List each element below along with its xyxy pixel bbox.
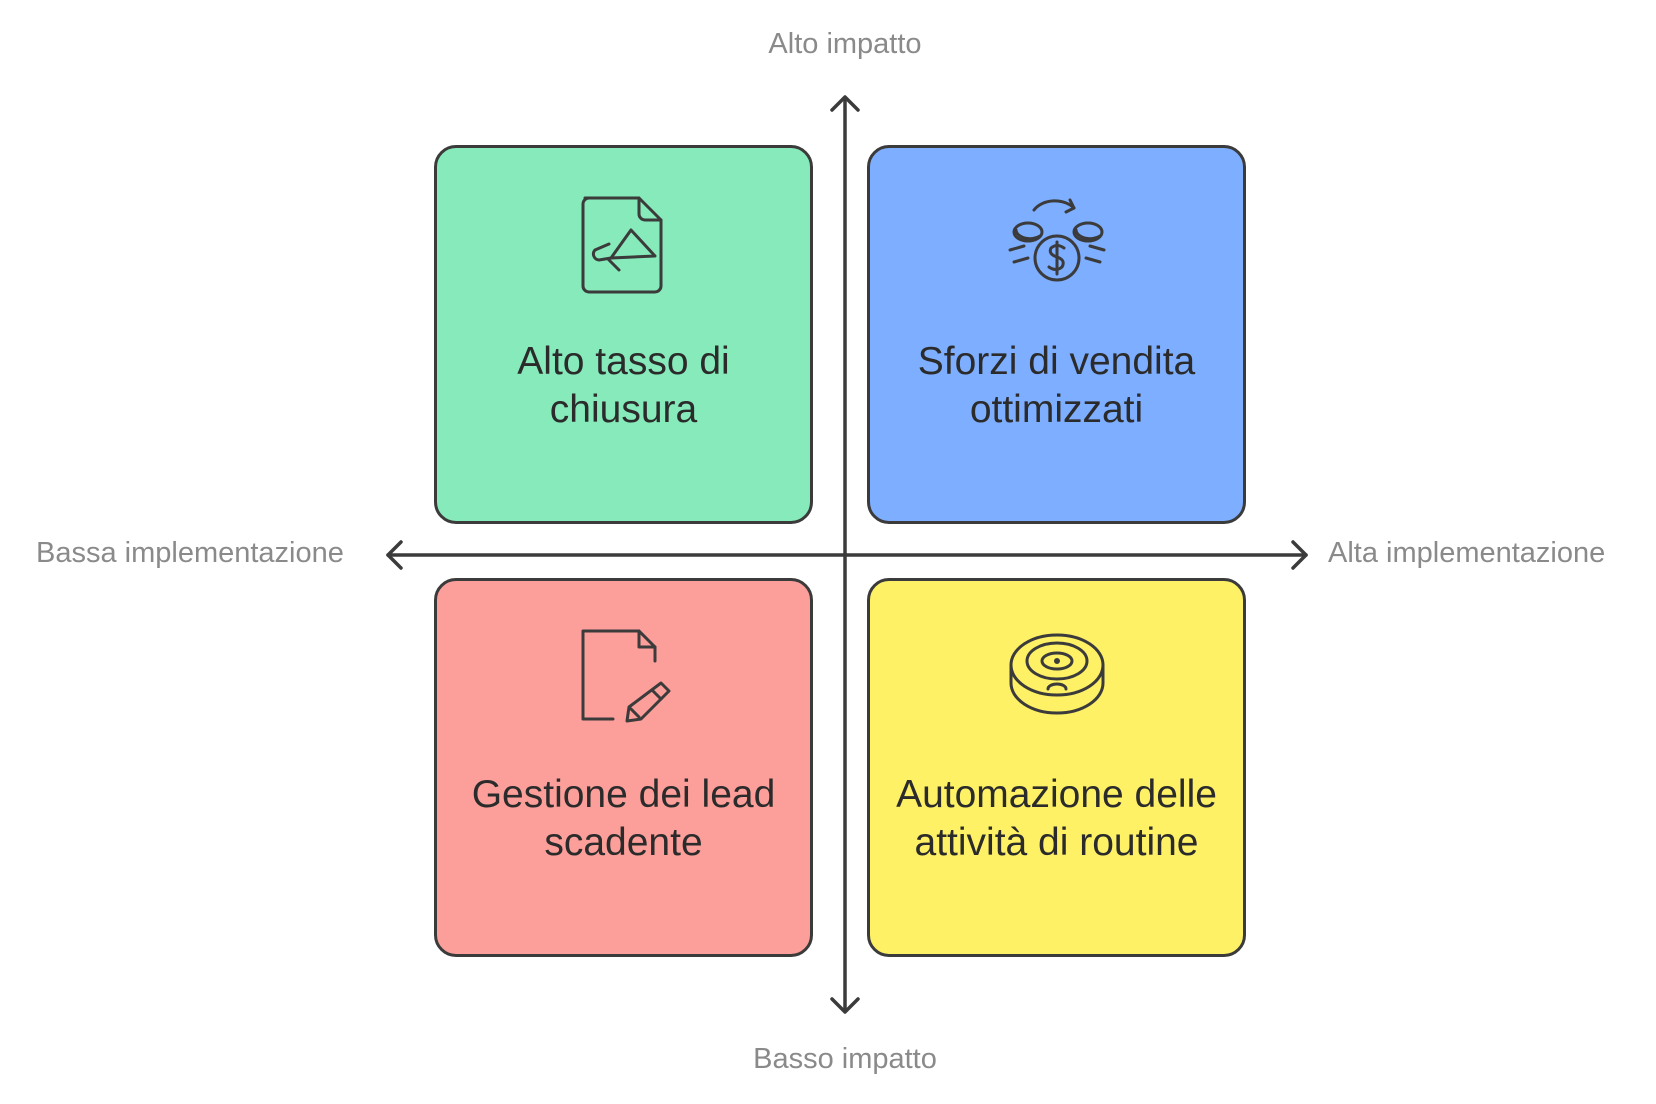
quadrant-bottom-left: Gestione dei lead scadente <box>434 578 813 957</box>
arrow-up-icon <box>830 95 860 112</box>
quadrant-label: Automazione delle attività di routine <box>896 773 1217 864</box>
axis-label-right: Alta implementazione <box>1328 537 1606 569</box>
document-megaphone-icon <box>569 188 679 298</box>
axis-label-left: Bassa implementazione <box>36 537 344 569</box>
quadrant-top-left: Alto tasso di chiusura <box>434 145 813 524</box>
money-cycle-icon <box>1002 188 1112 298</box>
axis-label-bottom: Basso impatto <box>753 1043 937 1075</box>
arrow-left-icon <box>386 540 403 570</box>
quadrant-label: Alto tasso di chiusura <box>517 340 730 431</box>
quadrant-label: Gestione dei lead scadente <box>471 773 776 864</box>
quadrant-bottom-right: Automazione delle attività di routine <box>867 578 1246 957</box>
arrow-down-icon <box>830 997 860 1014</box>
quadrant-label: Sforzi di vendita ottimizzati <box>917 340 1196 431</box>
arrow-right-icon <box>1291 540 1308 570</box>
robot-vacuum-icon <box>1002 621 1112 731</box>
axis-label-top: Alto impatto <box>768 28 922 60</box>
document-edit-icon <box>569 621 679 731</box>
quadrant-top-right: Sforzi di vendita ottimizzati <box>867 145 1246 524</box>
